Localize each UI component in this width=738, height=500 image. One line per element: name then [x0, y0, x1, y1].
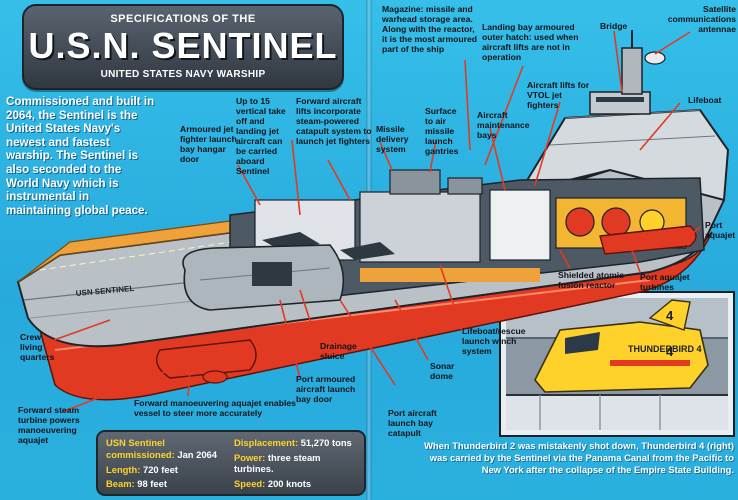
spec-speed: Speed: 200 knots [234, 478, 311, 489]
label-maintenance: Aircraft maintenance bays [477, 110, 530, 140]
label-shielded-reactor: Shielded atomic fusion reactor [558, 270, 624, 290]
missile-gantry [389, 169, 441, 195]
spec-name: USN Sentinel [106, 437, 165, 448]
label-port-catapult: Port aircraft launch bay catapult [388, 408, 437, 438]
label-lifeboat-winch: Lifeboat/rescue launch winch system [462, 326, 526, 356]
label-port-armoured-door: Port armoured aircraft launch bay door [296, 374, 356, 404]
thunderbird-inset: 4 THUNDERBIRD 4 4 [499, 291, 735, 437]
spec-beam-value: 98 feet [137, 478, 167, 489]
spec-commissioned-key: commissioned: [106, 449, 175, 460]
mast [621, 47, 643, 95]
spec-power: Power: three steam turbines. [234, 452, 360, 474]
intro-text: Commissioned and built in 2064, the Sent… [6, 95, 155, 217]
forward-aquajet [156, 339, 257, 379]
label-crew-quarters: Crew living quarters [20, 332, 55, 362]
label-forward-lifts: Forward aircraft lifts incorporate steam… [296, 96, 372, 146]
label-landing-hatch: Landing bay armoured outer hatch: used w… [482, 22, 579, 62]
label-missile-delivery: Missile delivery system [376, 124, 409, 154]
spec-commissioned-value: Jan 2064 [177, 449, 217, 460]
title-subtitle: UNITED STATES NAVY WARSHIP [100, 69, 266, 80]
label-sonar: Sonar dome [430, 361, 455, 381]
page-title: U.S.N. SENTINEL [28, 25, 338, 66]
spec-speed-value: 200 knots [267, 478, 312, 489]
spec-name-key: USN Sentinel [106, 437, 165, 448]
bridge-block [589, 91, 651, 115]
tb4-tail-number: 4 [666, 308, 674, 323]
label-magazine: Magazine: missile and warhead storage ar… [382, 4, 478, 54]
label-bridge: Bridge [600, 21, 628, 31]
spec-power-key: Power: [234, 452, 266, 463]
label-vertical-takeoff: Up to 15 vertical take off and landing j… [236, 96, 286, 176]
label-forward-turbine: Forward steam turbine powers manoeuverin… [18, 405, 80, 445]
port-aquajet-aft [599, 225, 697, 255]
spec-length: Length: 720 feet [106, 464, 178, 475]
spec-box: USN Sentinel commissioned: Jan 2064 Leng… [96, 430, 366, 496]
tb4-side-number: 4 [666, 344, 674, 359]
tb4-hull-name: THUNDERBIRD 4 [628, 344, 702, 354]
label-lifeboat: Lifeboat [688, 95, 722, 105]
label-forward-aquajet: Forward manoeuvering aquajet enables ves… [134, 398, 296, 418]
spec-displacement: Displacement: 51,270 tons [234, 437, 352, 448]
leader-lines [53, 30, 701, 413]
spec-speed-key: Speed: [234, 478, 266, 489]
label-aquajet-turbines: Port aquajet turbines [640, 272, 690, 292]
satellite-dish [644, 51, 666, 65]
spec-length-value: 720 feet [142, 464, 178, 475]
spec-displacement-key: Displacement: [234, 437, 299, 448]
label-port-aquajet: Port aquajet [705, 220, 736, 240]
spec-power-value: three steam turbines. [234, 452, 321, 474]
label-vtol-lifts: Aircraft lifts for VTOL jet fighters [527, 80, 590, 110]
label-satellite: Satellite communications antennae [667, 4, 736, 34]
title-kicker: SPECIFICATIONS OF THE [110, 13, 256, 25]
spec-commissioned: commissioned: Jan 2064 [106, 449, 217, 460]
spec-beam-key: Beam: [106, 478, 135, 489]
label-surface-air: Surface to air missile launch gantries [425, 106, 459, 156]
title-box: SPECIFICATIONS OF THE U.S.N. SENTINEL UN… [22, 4, 344, 90]
spec-length-key: Length: [106, 464, 141, 475]
spec-displacement-value: 51,270 tons [300, 437, 352, 448]
label-drainage: Drainage sluice [320, 341, 357, 361]
inset-caption: When Thunderbird 2 was mistakenly shot d… [424, 440, 734, 475]
label-armoured-hangar: Armoured jet fighter launch bay hangar d… [180, 124, 237, 164]
spec-beam: Beam: 98 feet [106, 478, 167, 489]
